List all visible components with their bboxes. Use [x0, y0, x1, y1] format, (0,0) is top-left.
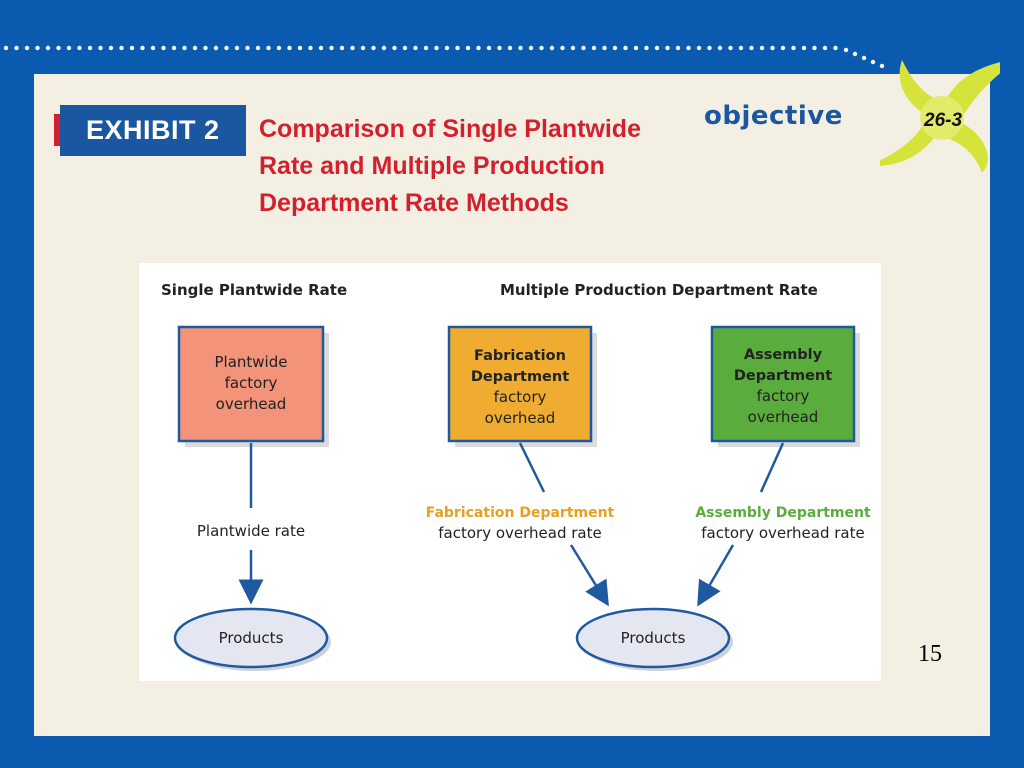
fabrication-box-line-4: overhead [485, 409, 556, 427]
dotted-line-decoration [3, 45, 885, 69]
fabrication-rate-label-title: Fabrication Department [426, 505, 615, 521]
assembly-box-line-2: Department [734, 368, 832, 384]
diagram-canvas: Single Plantwide Rate Multiple Productio… [161, 281, 871, 671]
fabrication-arrow [569, 544, 609, 607]
single-rate-heading: Single Plantwide Rate [161, 281, 347, 299]
plantwide-rate-label: Plantwide rate [197, 522, 305, 540]
assembly-rate-label-title: Assembly Department [695, 505, 871, 521]
exhibit-label: EXHIBIT 2 [60, 105, 246, 156]
exhibit-diagram: Single Plantwide Rate Multiple Productio… [139, 263, 881, 681]
fabrication-box-line-3: factory [494, 388, 547, 406]
plantwide-box-line-3: overhead [216, 395, 287, 413]
products-ellipse-right: Products [575, 607, 733, 671]
products-right-label: Products [621, 629, 686, 647]
assembly-overhead-box: Assembly Department factory overhead [710, 325, 860, 447]
plantwide-box-line-2: factory [225, 374, 278, 392]
fabrication-rate-label-text: factory overhead rate [438, 524, 601, 542]
objective-number: 26-3 [924, 110, 963, 131]
objective-label: objective [704, 101, 843, 131]
products-left-label: Products [219, 629, 284, 647]
assembly-arrow [697, 544, 735, 607]
page-number: 15 [918, 641, 942, 667]
plantwide-overhead-box: Plantwide factory overhead [177, 325, 329, 447]
assembly-line-upper [759, 442, 785, 493]
products-ellipse-left: Products [173, 607, 331, 671]
plantwide-box-line-1: Plantwide [215, 353, 288, 371]
assembly-rate-label-text: factory overhead rate [701, 524, 864, 542]
fabrication-box-line-2: Department [471, 369, 569, 385]
fabrication-overhead-box: Fabrication Department factory overhead [447, 325, 597, 447]
multiple-rate-heading: Multiple Production Department Rate [500, 281, 818, 299]
assembly-box-line-4: overhead [748, 408, 819, 426]
slide-title: Comparison of Single Plantwide Rate and … [259, 115, 641, 217]
fabrication-box-line-1: Fabrication [474, 348, 566, 364]
pinwheel-logo-icon [880, 60, 1000, 172]
fabrication-line-upper [518, 442, 546, 493]
assembly-box-line-1: Assembly [744, 347, 823, 363]
assembly-box-line-3: factory [757, 387, 810, 405]
